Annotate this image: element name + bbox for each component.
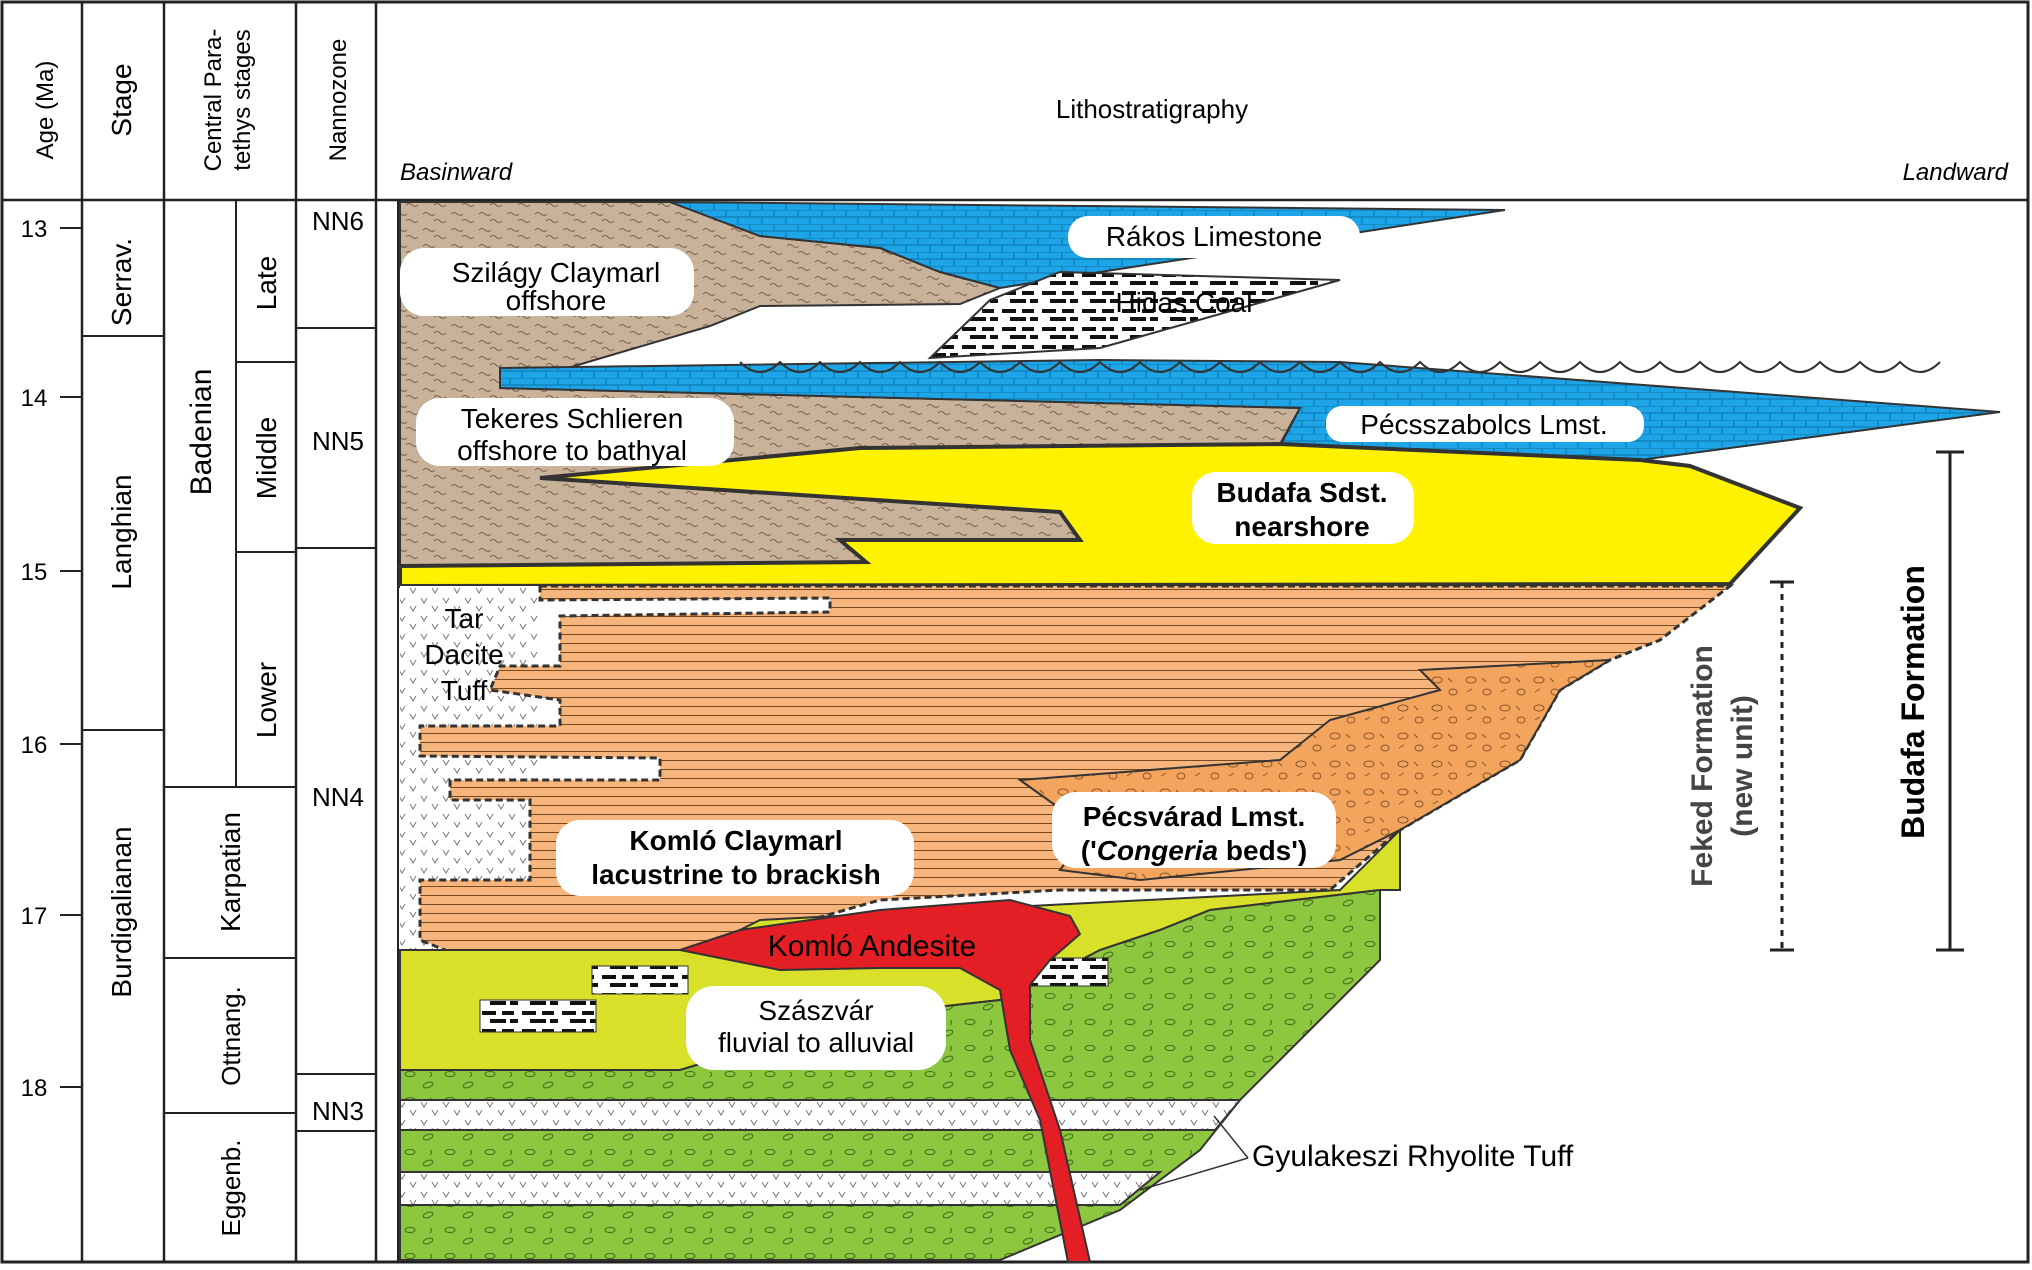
label-pecsszabolcs: Pécsszabolcs Lmst. [1360, 409, 1607, 440]
label-box [416, 398, 734, 466]
nannozone-nn5: NN5 [312, 426, 364, 456]
label-feked-formation: Feked Formation [1686, 645, 1719, 887]
lithology-panel [398, 201, 2001, 1263]
substage-lower: Lower [251, 662, 282, 738]
label-landward: Landward [1903, 159, 2009, 186]
label-rakos: Rákos Limestone [1106, 221, 1322, 252]
stage-serrav: Serrav. [106, 238, 137, 326]
unconformity-line [739, 360, 1941, 373]
leader-line [1139, 1157, 1249, 1191]
label-tekeres-line1: Tekeres Schlieren [461, 403, 684, 434]
header-cp-line1: Central Para- [200, 29, 227, 172]
header-stage: Stage [106, 63, 137, 136]
label-pecsvarad-line2: ('Congeria beds') [1081, 835, 1307, 866]
age-label: 18 [21, 1075, 48, 1102]
nannozone-nn3: NN3 [312, 1096, 364, 1126]
paratethys-badenian: Badenian [185, 369, 218, 496]
header-cp-line2: tethys stages [229, 29, 256, 170]
age-label: 14 [21, 385, 48, 412]
formation-brackets: Feked Formation (new unit) Budafa Format… [1686, 450, 1964, 952]
age-label: 15 [21, 559, 48, 586]
substage-late: Late [251, 256, 282, 311]
gyulakeszi-tuff-band [399, 1171, 1163, 1206]
age-label: 13 [21, 216, 48, 243]
header-lithostratigraphy: Lithostratigraphy [1056, 94, 1248, 124]
stage-burdigalian: Burdigalianan [106, 826, 137, 997]
label-andesite: Komló Andesite [768, 930, 976, 963]
label-tar-line1: Tar [445, 603, 484, 634]
label-basinward: Basinward [400, 159, 513, 186]
label-box [1052, 792, 1336, 868]
budafa-sandstone-unit [398, 441, 1804, 589]
komlo-andesite-unit [676, 898, 1092, 1263]
label-budafa-line1: Budafa Sdst. [1216, 477, 1387, 508]
label-box [1326, 406, 1644, 442]
label-gyulakeszi: Gyulakeszi Rhyolite Tuff [1252, 1140, 1574, 1173]
substage-karpatian: Karpatian [215, 812, 246, 932]
label-tar-line3: Tuff [441, 675, 488, 706]
age-label: 17 [21, 903, 48, 930]
litho-frame [397, 199, 2029, 1263]
label-tekeres-line2: offshore to bathyal [457, 435, 687, 466]
age-axis: 13 14 15 16 17 18 [21, 216, 82, 1102]
gyulakeszi-tuff-band [399, 1099, 1243, 1131]
label-box [1192, 472, 1414, 544]
substage-middle: Middle [251, 417, 282, 499]
label-komlo-line1: Komló Claymarl [629, 825, 842, 856]
leader-line [1213, 1115, 1249, 1159]
label-box [686, 986, 946, 1070]
nannozone-nn4: NN4 [312, 782, 364, 812]
label-komlo-line2: lacustrine to brackish [591, 859, 880, 890]
label-box [556, 820, 914, 896]
coal-lens [591, 965, 689, 995]
label-budafa-line2: nearshore [1234, 511, 1369, 542]
label-feked-new-unit: (new unit) [1726, 695, 1759, 837]
label-szilagy-line1: Szilágy Claymarl [452, 257, 661, 288]
label-box [400, 248, 694, 316]
label-box [1068, 216, 1360, 258]
substage-eggenb: Eggenb. [216, 1140, 246, 1237]
label-hidas: Hidas Coal [1116, 287, 1253, 318]
nannozone-nn6: NN6 [312, 206, 364, 236]
label-pecsvarad-line1: Pécsvárad Lmst. [1083, 801, 1306, 832]
stage-langhian: Langhian [106, 474, 137, 589]
coal-lens [479, 999, 597, 1033]
substage-ottnang: Ottnang. [216, 986, 246, 1086]
label-szilagy-line2: offshore [506, 285, 607, 316]
label-szaszvar-line1: Szászvár [758, 995, 873, 1026]
label-tar-line2: Dacite [424, 639, 503, 670]
hidas-coal-unit [927, 270, 1341, 360]
header-nannozone: Nannozone [325, 39, 352, 162]
label-budafa-formation: Budafa Formation [1895, 565, 1931, 839]
label-szaszvar-line2: fluvial to alluvial [718, 1027, 914, 1058]
age-label: 16 [21, 732, 48, 759]
header-age: Age (Ma) [32, 61, 59, 160]
unit-labels: Rákos Limestone Hidas Coal Szilágy Claym… [400, 216, 1644, 1191]
